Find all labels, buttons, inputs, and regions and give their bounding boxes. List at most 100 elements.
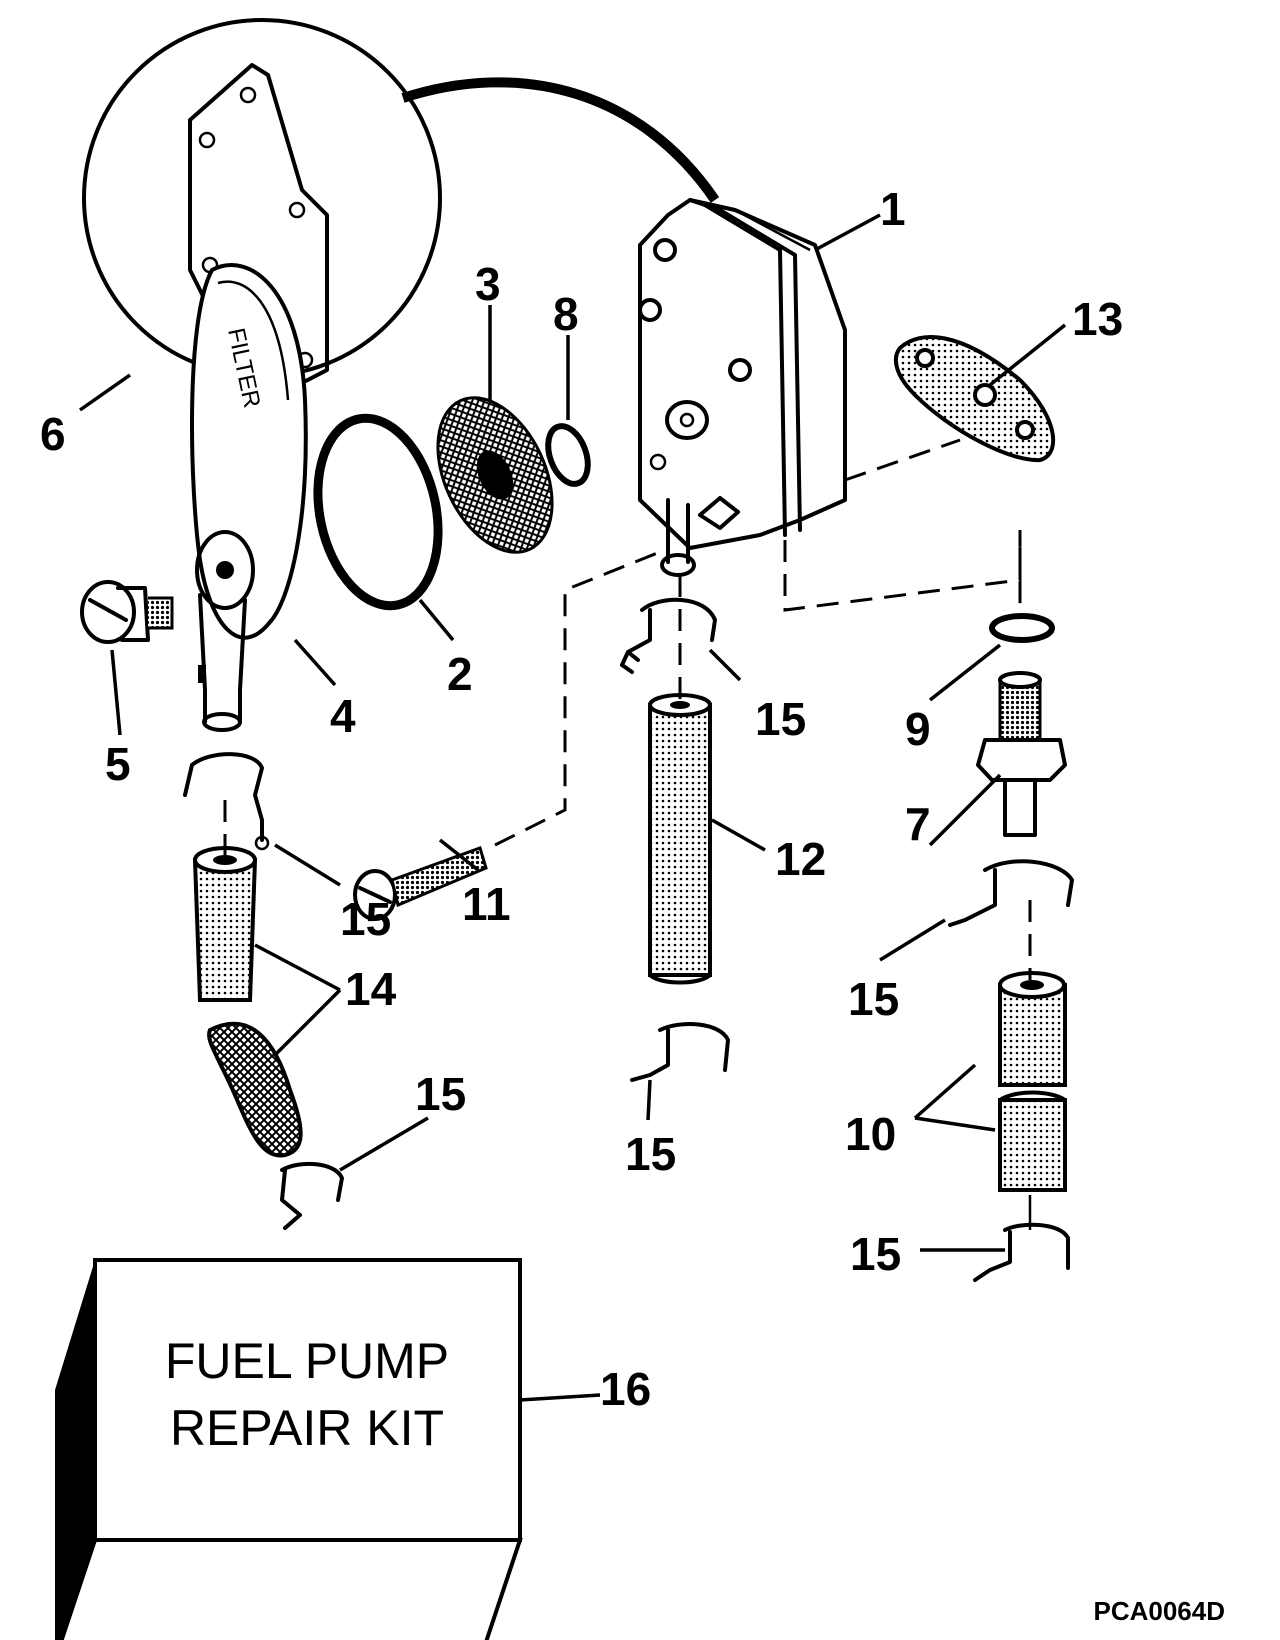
clip-band	[948, 859, 1074, 927]
fuel-hose-long	[648, 693, 712, 985]
long-screw	[353, 846, 488, 921]
hose-upper-piece	[192, 858, 258, 1002]
callout-13: 13	[1072, 293, 1123, 345]
repair-kit-box: FUEL PUMP REPAIR KIT	[55, 1258, 523, 1640]
fuel-pump-body	[638, 198, 847, 577]
leader-lines	[78, 213, 1067, 1402]
hose-body	[648, 703, 712, 977]
leader-15b	[274, 843, 341, 887]
clip-band	[630, 1022, 730, 1082]
clip-eye	[254, 835, 270, 851]
kit-label-line1: FUEL PUMP	[165, 1333, 449, 1389]
thumb-screw-thread	[148, 596, 174, 630]
leader-9	[928, 643, 1002, 702]
leader-15a	[708, 648, 742, 682]
callout-15f: 15	[850, 1228, 901, 1280]
mount-gasket	[893, 335, 1055, 463]
pump-layer-edge	[688, 198, 787, 537]
kit-label-line2: REPAIR KIT	[170, 1400, 444, 1456]
gasket-hole	[239, 86, 257, 104]
thumb-screw-slot	[88, 598, 128, 622]
leader-4	[293, 638, 337, 687]
leader-10	[913, 1063, 996, 1132]
filter-cover: FILTER	[190, 263, 308, 732]
clip-band	[973, 1222, 1070, 1282]
filter-cover-hub	[195, 530, 255, 610]
pump-housing	[638, 198, 847, 550]
fitting-alignment-line	[783, 530, 1022, 612]
long-screw-slot	[358, 886, 392, 904]
hose-bottom-end	[648, 973, 712, 985]
gasket-hole	[198, 131, 216, 149]
mount-alignment-line	[844, 438, 961, 482]
hose-upper-piece	[998, 983, 1067, 1087]
pump-bottom-screw	[698, 496, 740, 530]
leader-15d	[339, 1116, 429, 1172]
callout-labels: 1 2 3 4 5 6 7 8 9 10 11 12 13 14 15 15 1…	[40, 183, 1123, 1415]
callout-11: 11	[462, 878, 511, 930]
thumb-screw	[80, 580, 174, 644]
reference-code: PCA0064D	[1093, 1596, 1225, 1626]
leader-16	[519, 1393, 601, 1402]
hose-bore	[670, 701, 690, 709]
hose-clip-left-top	[183, 752, 270, 851]
callout-15e: 15	[625, 1128, 676, 1180]
fitting-barb-tip	[998, 671, 1042, 689]
leader-15e	[646, 1079, 652, 1121]
callout-4: 4	[330, 690, 356, 742]
callout-2: 2	[447, 648, 473, 700]
clip-tab	[183, 763, 194, 797]
hose-clip-right-bottom	[973, 1222, 1070, 1282]
leader-15c	[879, 918, 946, 962]
filter-cover-notch	[198, 665, 206, 683]
callout-16: 16	[600, 1363, 651, 1415]
pump-screw	[728, 358, 752, 382]
fitting-stem	[1003, 778, 1037, 837]
callout-8: 8	[553, 288, 579, 340]
pump-screw-hole	[649, 453, 667, 471]
fuel-hose-left	[192, 846, 303, 1158]
callout-5: 5	[105, 738, 131, 790]
fitting-o-ring	[989, 613, 1055, 643]
callout-15b: 15	[340, 893, 391, 945]
leader-13	[988, 323, 1067, 387]
hose-lower-piece	[998, 1098, 1067, 1192]
leader-6	[78, 373, 132, 412]
mount-gasket-hole	[973, 383, 997, 407]
hose-clip-center-top	[620, 597, 717, 674]
leader-11	[438, 838, 480, 872]
filter-screen	[436, 396, 554, 554]
fitting-hex	[976, 738, 1067, 782]
large-o-ring	[313, 413, 443, 611]
pump-screw	[638, 298, 662, 322]
hose-upper-bore	[1020, 980, 1044, 990]
callout-15c: 15	[848, 973, 899, 1025]
mount-gasket-hole	[1015, 420, 1035, 440]
callout-10: 10	[845, 1108, 896, 1160]
callout-12: 12	[775, 833, 826, 885]
clip-band	[280, 1161, 344, 1230]
kit-box-front	[93, 1258, 522, 1542]
leader-1	[814, 213, 881, 252]
thumb-screw-collar	[116, 586, 150, 642]
callout-14: 14	[345, 963, 397, 1015]
callout-15d: 15	[415, 1068, 466, 1120]
callout-15a: 15	[755, 693, 806, 745]
leader-12	[711, 818, 766, 852]
filter-cover-dome	[190, 263, 308, 640]
filter-cover-rim	[217, 280, 290, 401]
hose-fitting	[976, 671, 1067, 837]
screen-center	[476, 450, 514, 500]
hose-lower-piece	[207, 1021, 303, 1158]
pump-fitting-hole	[679, 412, 695, 428]
leader-7	[928, 773, 1002, 847]
gasket-detail-circle	[82, 18, 720, 397]
hose-clip-left-bottom	[280, 1161, 344, 1230]
leader-2	[418, 598, 455, 642]
gasket-hole	[288, 201, 306, 219]
pump-layer-edge	[703, 203, 802, 532]
pump-outlet-nipple	[666, 498, 690, 564]
pump-screw	[653, 238, 677, 262]
